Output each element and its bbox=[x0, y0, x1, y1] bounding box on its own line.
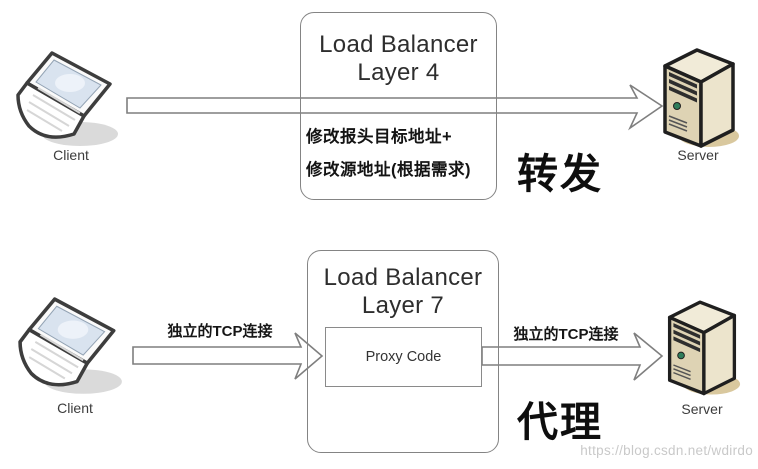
server-icon bbox=[663, 48, 739, 148]
client-laptop-icon bbox=[16, 51, 118, 146]
proxy-code-label: Proxy Code bbox=[365, 349, 442, 365]
client-label: Client bbox=[53, 147, 89, 163]
layer4-box-title-line2: Layer 4 bbox=[357, 59, 440, 86]
layer4-box-title-line1: Load Balancer bbox=[319, 31, 478, 58]
proxy-big-label: 代理 bbox=[517, 399, 603, 445]
client-laptop-icon bbox=[18, 297, 122, 394]
l4-client-to-server-arrow bbox=[126, 84, 664, 131]
layer4-box: Load Balancer Layer 4 bbox=[300, 12, 497, 200]
l7-client-to-lb-arrow bbox=[132, 332, 324, 380]
layer4-note-line2: 修改源地址(根据需求) bbox=[306, 161, 471, 179]
forward-big-label: 转发 bbox=[517, 151, 603, 197]
layer7-box: Load Balancer Layer 7 bbox=[307, 250, 499, 453]
server-label: Server bbox=[677, 147, 719, 163]
server-label: Server bbox=[681, 401, 723, 417]
client-label: Client bbox=[57, 400, 93, 416]
l7-lb-to-server-arrow bbox=[481, 332, 664, 381]
layer7-box-title-line1: Load Balancer bbox=[323, 264, 483, 291]
proxy-code-box: Proxy Code bbox=[325, 327, 482, 387]
tcp-connection-label-right: 独立的TCP连接 bbox=[513, 326, 619, 343]
csdn-watermark: https://blog.csdn.net/wdirdo bbox=[580, 443, 753, 458]
layer7-box-title-line2: Layer 7 bbox=[361, 292, 445, 319]
tcp-connection-label-left: 独立的TCP连接 bbox=[167, 323, 273, 340]
server-icon bbox=[667, 300, 741, 396]
layer4-note-line1: 修改报头目标地址+ bbox=[306, 128, 453, 146]
layer4-note: 修改报头目标地址+ 修改源地址(根据需求) bbox=[306, 121, 471, 187]
